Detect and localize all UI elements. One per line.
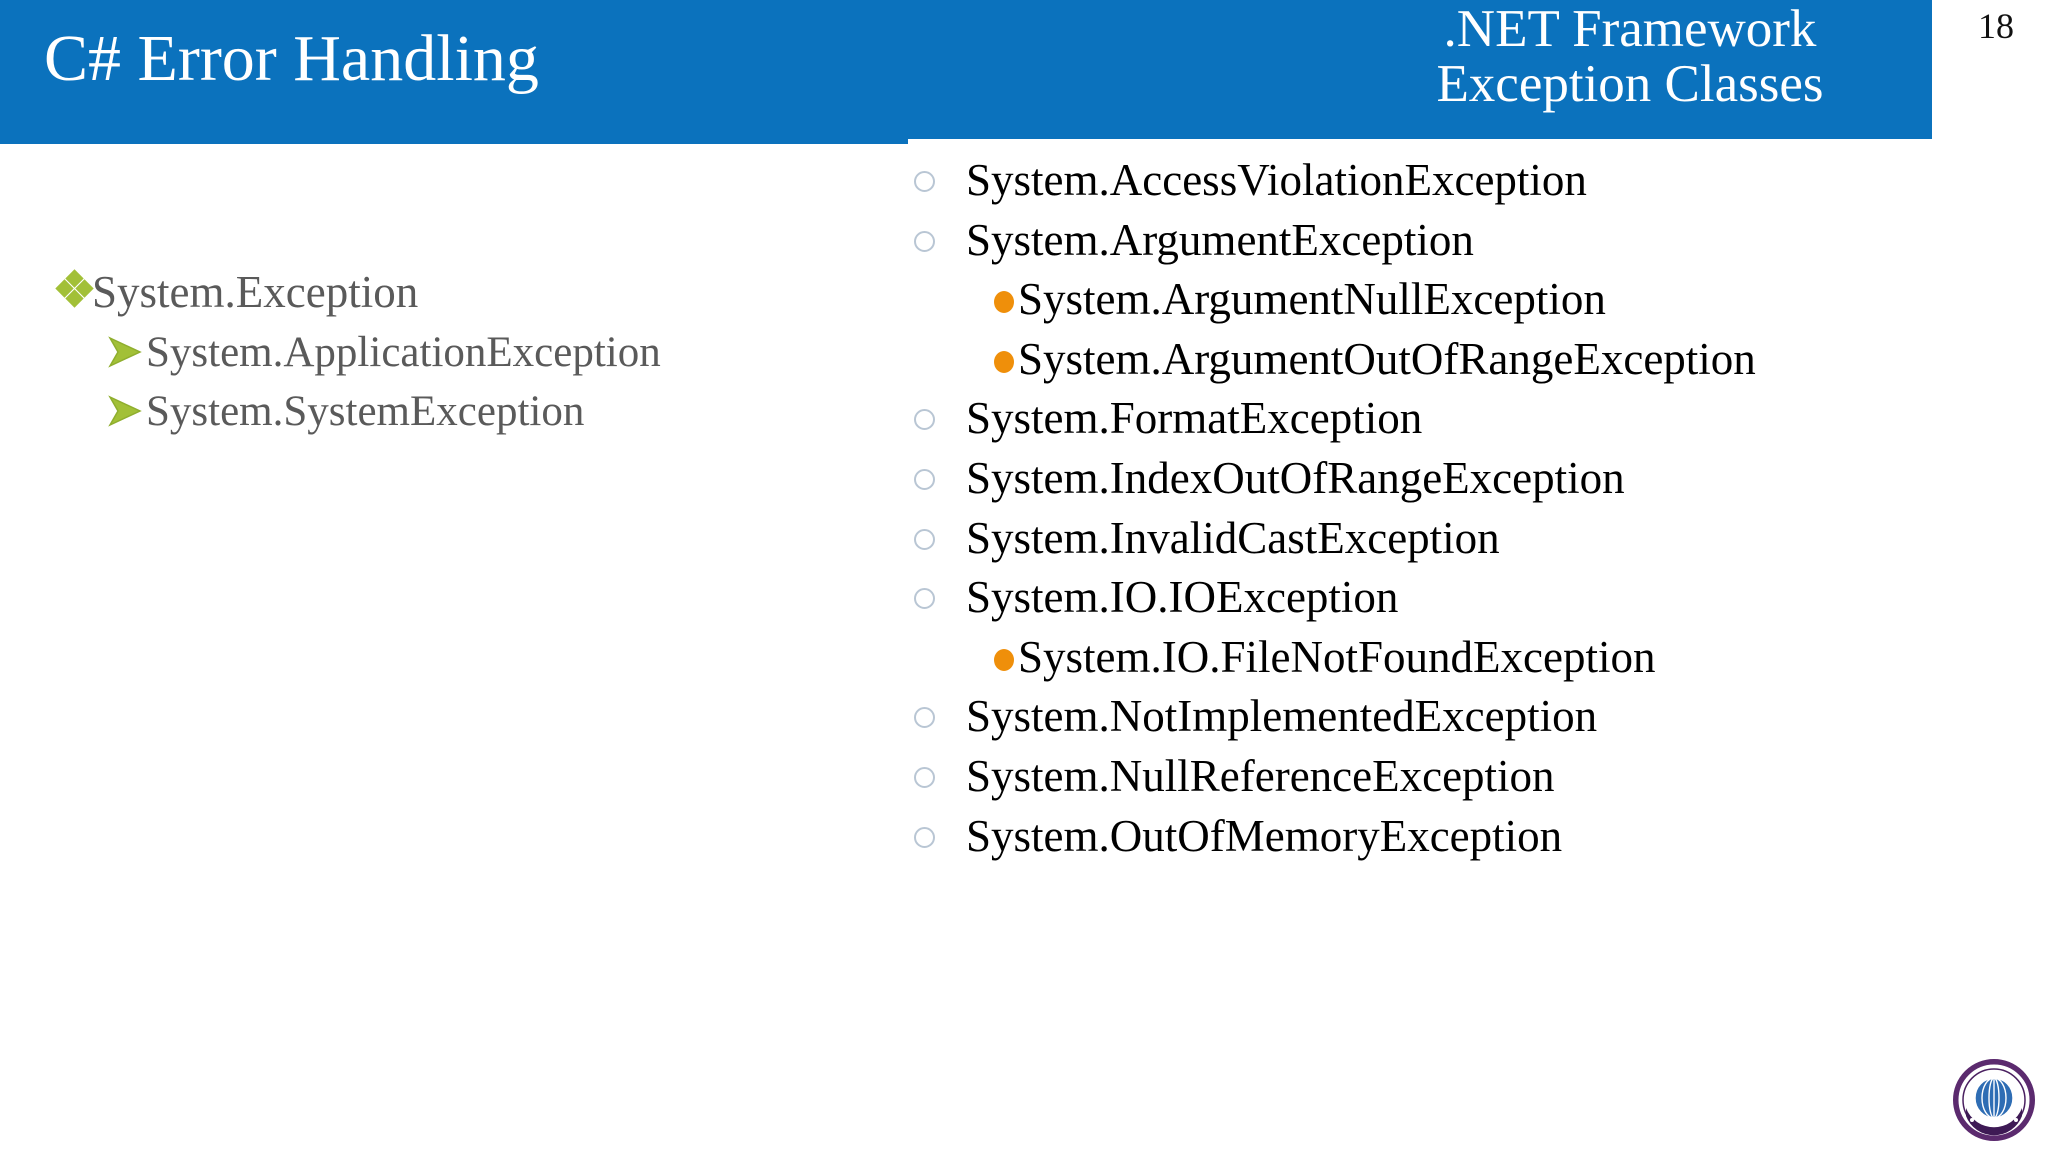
list-item-label: System.SystemException [146,387,585,435]
list-item: System.NotImplementedException [912,688,1922,746]
list-item: System.OutOfMemoryException [912,808,1922,866]
arrow-bullet-icon [106,383,146,431]
list-item: System.SystemException [106,383,898,442]
list-item-label: System.NotImplementedException [966,691,1598,742]
list-item: System.IndexOutOfRangeException [912,450,1922,508]
header-underline-accent [0,139,908,144]
list-item: System.AccessViolationException [912,152,1922,210]
list-item-label: System.ArgumentException [966,214,1474,265]
list-item-label: System.ArgumentOutOfRangeException [1018,333,1756,384]
list-item-label: System.FormatException [966,393,1423,444]
hollow-circle-bullet-icon [912,390,966,446]
hollow-circle-bullet-icon [912,569,966,625]
header-subtitle-line-1: .NET Framework [1443,0,1817,58]
list-item-label: System.ArgumentNullException [1018,274,1606,325]
list-item-label: System.ApplicationException [146,328,661,376]
orange-dot-bullet-icon [994,331,1018,387]
diamond-bullet-icon [55,262,94,310]
orange-dot-bullet-icon [994,271,1018,327]
list-item: System.ApplicationException [106,324,898,383]
list-item: System.NullReferenceException [912,748,1922,806]
right-content-column: System.AccessViolationException System.A… [912,152,1922,867]
list-item: System.ArgumentException [912,212,1922,270]
hollow-circle-bullet-icon [912,688,966,744]
header-subtitle-line-2: Exception Classes [1436,54,1824,113]
hollow-circle-bullet-icon [912,212,966,268]
list-item-label: System.IO.IOException [966,572,1399,623]
header-banner [0,0,1932,139]
list-item-label: System.IO.FileNotFoundException [1018,631,1656,682]
hollow-circle-bullet-icon [912,748,966,804]
list-item-label: System.InvalidCastException [966,512,1500,563]
list-item: System.ArgumentNullException [994,271,1922,329]
list-item-label: System.IndexOutOfRangeException [966,452,1625,503]
arrow-bullet-icon [106,324,146,372]
list-item-label: System.AccessViolationException [966,155,1587,205]
list-item-label: System.Exception [92,267,419,317]
list-item: System.Exception [55,262,898,324]
orange-dot-bullet-icon [994,629,1018,685]
comsats-university-islamabad-logo [1952,1058,2036,1142]
page-title: C# Error Handling [44,22,539,95]
list-item: System.InvalidCastException [912,510,1922,568]
hollow-circle-bullet-icon [912,152,966,208]
list-item-label: System.OutOfMemoryException [966,810,1563,861]
list-item: System.FormatException [912,390,1922,448]
list-item: System.IO.IOException [912,569,1922,627]
hollow-circle-bullet-icon [912,450,966,506]
list-item-label: System.NullReferenceException [966,750,1555,801]
hollow-circle-bullet-icon [912,510,966,566]
list-item: System.ArgumentOutOfRangeException [994,331,1922,389]
list-item: System.IO.FileNotFoundException [994,629,1922,687]
header-subtitle: .NET Framework Exception Classes [1330,2,1930,111]
hollow-circle-bullet-icon [912,808,966,864]
slide-number: 18 [1978,6,2014,46]
left-content-column: System.Exception System.ApplicationExcep… [55,262,898,442]
